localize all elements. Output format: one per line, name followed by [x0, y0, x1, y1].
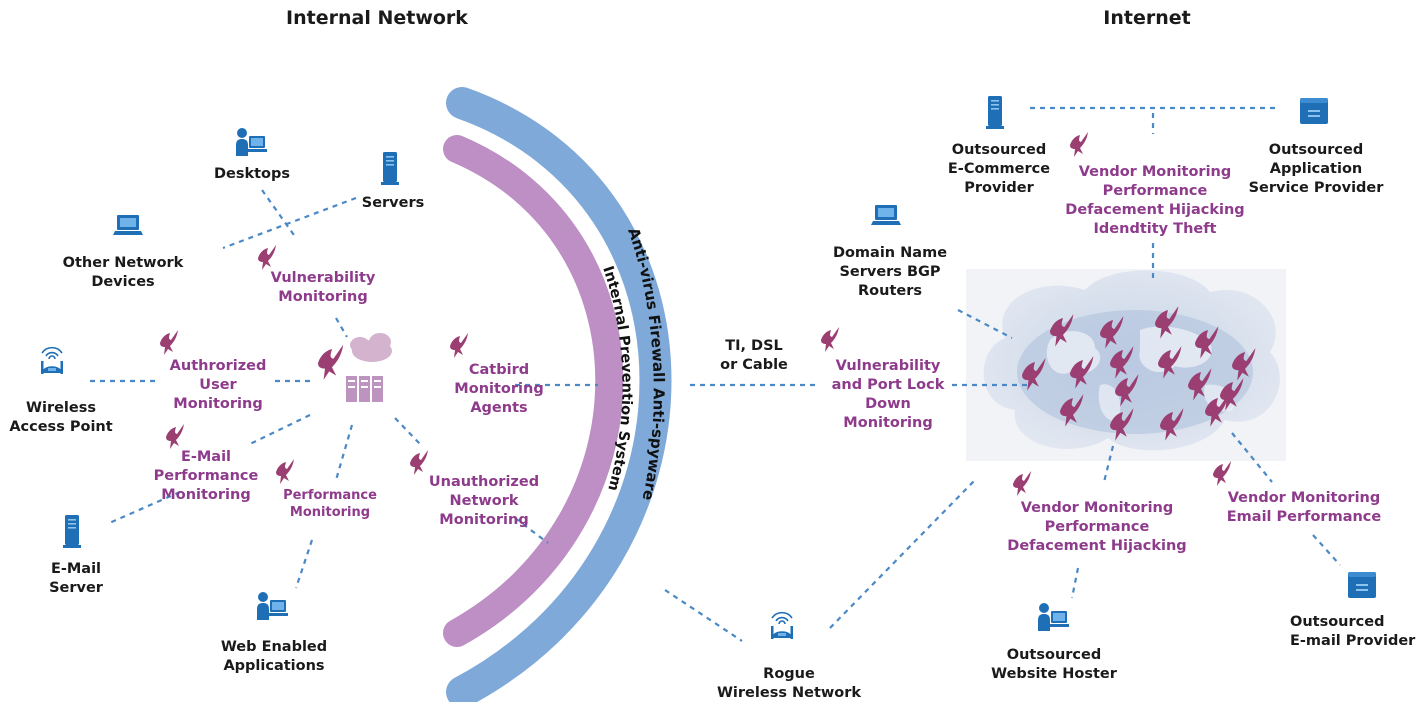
- performance-monitoring-label: Performance Monitoring: [283, 488, 377, 520]
- vendor-monitoring-top-label: Vendor Monitoring Performance Defacement…: [1065, 164, 1245, 237]
- bird-agent-icon: [276, 459, 294, 484]
- servers-icon: [381, 152, 399, 185]
- wireless-access-point-icon: [40, 346, 64, 375]
- bird-agent-icon: [821, 327, 839, 352]
- unauthorized-monitoring-label: Unauthorized Network Monitoring: [428, 474, 540, 528]
- email-provider-label: Outsourced E-mail Provider: [1290, 614, 1416, 649]
- firewall-arc: [446, 87, 672, 702]
- other-devices-icon: [113, 215, 143, 235]
- cloud-icon: [350, 333, 392, 362]
- vulnerability-port-lock-label: Vulnerability and Port Lock Down Monitor…: [831, 358, 945, 431]
- dns-routers-label: Domain Name Servers BGP Routers: [832, 245, 948, 299]
- connection-lines: [90, 106, 1341, 642]
- authorized-user-monitoring-label: Authrorized User Monitoring: [169, 358, 267, 412]
- ecommerce-provider-label: Outsourced E-Commerce Provider: [947, 142, 1051, 196]
- connection-type-label: TI, DSL or Cable: [720, 338, 788, 373]
- internet-heading: Internet: [1103, 7, 1191, 29]
- vendor-monitoring-mid-label: Vendor Monitoring Performance Defacement…: [1007, 500, 1187, 554]
- bird-agent-icon: [318, 344, 344, 380]
- wireless-access-point-label: Wireless Access Point: [9, 400, 113, 435]
- asp-label: Outsourced Application Service Provider: [1248, 142, 1384, 196]
- web-hoster-label: Outsourced Website Hoster: [991, 647, 1117, 682]
- asp-server-icon: [1300, 98, 1328, 124]
- email-performance-label: E-Mail Performance Monitoring: [153, 449, 259, 503]
- other-devices-label: Other Network Devices: [62, 255, 184, 290]
- rogue-wireless-icon: [770, 611, 794, 640]
- desktops-icon: [236, 128, 267, 156]
- bird-agent-icon: [1213, 461, 1231, 486]
- email-server-icon: [63, 515, 81, 548]
- catbird-agents-label: Catbird Monitoring Agents: [454, 362, 544, 416]
- desktops-label: Desktops: [213, 166, 291, 182]
- server-rack-icon: [346, 376, 383, 402]
- vendor-email-performance-label: Vendor Monitoring Email Performance: [1226, 490, 1382, 525]
- globe-cloud-icon: [966, 269, 1286, 461]
- vulnerability-monitoring-label: Vulnerability Monitoring: [270, 270, 376, 305]
- bird-agent-icon: [258, 245, 276, 270]
- dns-laptop-icon: [871, 205, 901, 225]
- rogue-wireless-label: Rogue Wireless Network: [716, 666, 862, 701]
- web-apps-icon: [257, 592, 288, 620]
- ecommerce-server-icon: [986, 96, 1004, 129]
- bird-agent-icon: [166, 424, 184, 449]
- web-apps-label: Web Enabled Applications: [220, 639, 328, 674]
- bird-agent-icon: [410, 450, 428, 475]
- web-hoster-icon: [1038, 603, 1069, 631]
- servers-label: Servers: [361, 195, 425, 211]
- bird-agent-icon: [1070, 132, 1088, 157]
- prevention-arc: [443, 135, 624, 647]
- bird-agent-icon: [1013, 471, 1031, 496]
- bird-agent-icon: [450, 333, 468, 358]
- email-server-label: E-Mail Server: [49, 561, 103, 596]
- email-provider-icon: [1348, 572, 1376, 598]
- internal-network-heading: Internal Network: [286, 7, 468, 29]
- bird-agent-icon: [160, 330, 178, 355]
